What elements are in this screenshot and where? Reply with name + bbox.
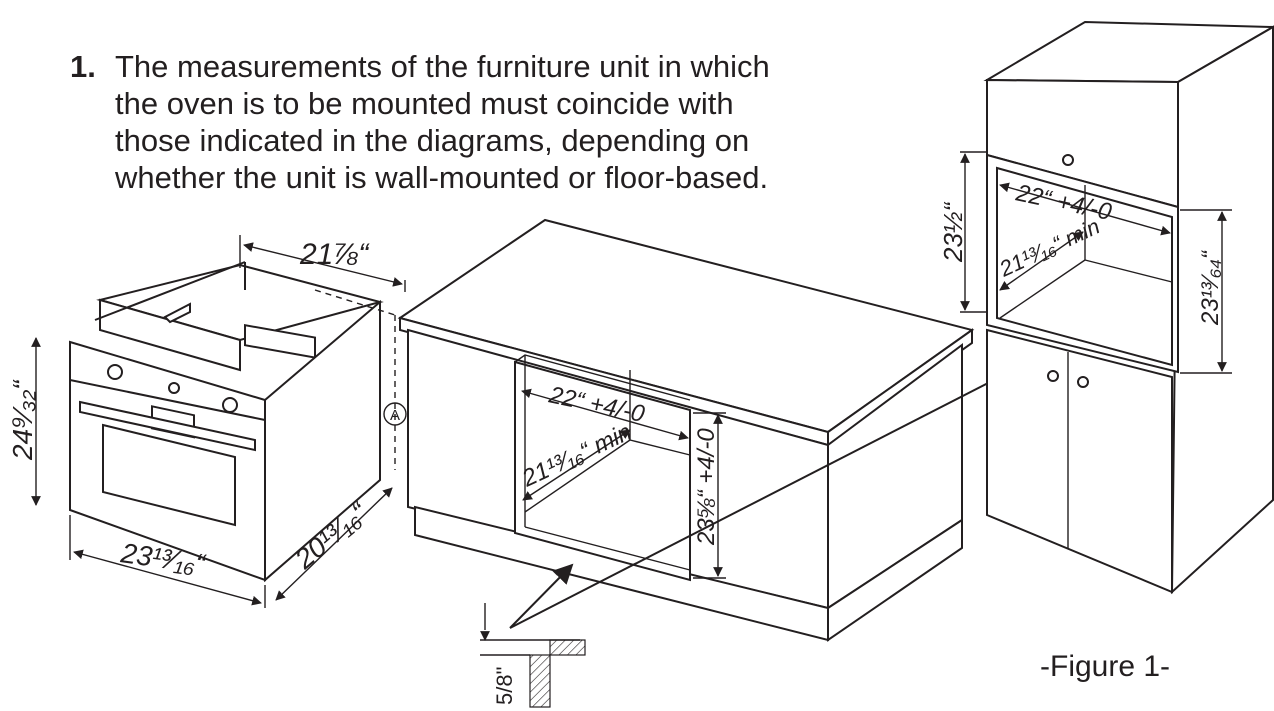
floor-unit-drawing: 22“ +4/-0 21¹³⁄₁₆“ min 23⅝“ +4/-0 5/8" — [397, 218, 1035, 708]
left-knob — [107, 364, 123, 380]
lower-cabinet-front — [986, 328, 1173, 594]
step-number: 1. — [70, 49, 96, 84]
marker-a-circle — [383, 402, 407, 426]
oven-height-dim: 24⁹⁄₃₂“ — [7, 379, 38, 461]
figure-caption: -Figure 1- — [1040, 650, 1171, 683]
arrow-to-tall-unit — [509, 359, 1035, 629]
tall-unit-drawing: 23½“ 22“ +4/-0 21¹³⁄₁₆“ min 23¹³⁄₆₄“ — [938, 20, 1274, 595]
door-knob-right — [1077, 376, 1089, 388]
door-handle — [79, 400, 256, 452]
arrow-to-floor-unit — [509, 563, 574, 629]
oven-vent — [244, 324, 316, 359]
countertop-side-edge — [827, 328, 973, 447]
plinth-side — [827, 518, 963, 642]
oven-depth-top-dim: 21⅞“ — [299, 238, 370, 271]
door-knob-left — [1047, 370, 1059, 382]
display-knob — [168, 382, 180, 394]
oven-drawing: A 21⅞“ 24⁹⁄₃₂“ 23¹³⁄₁₆“ 20¹³⁄₁₆“ — [7, 235, 407, 608]
door-window — [102, 423, 236, 527]
marker-a-label: A — [390, 407, 400, 424]
tall-outer-height-dim: 23½“ — [938, 201, 968, 263]
tall-inner-height-dim: 23¹³⁄₆₄“ — [1197, 249, 1224, 326]
base-gap-wall — [529, 654, 551, 708]
upper-knob — [1062, 154, 1074, 166]
base-gap-floor — [549, 639, 586, 656]
instruction-text: 1. The measurements of the furniture uni… — [70, 48, 790, 196]
step-body: The measurements of the furniture unit i… — [115, 49, 770, 195]
base-gap-dim: 5/8" — [492, 667, 517, 705]
oven-top-side — [99, 298, 241, 372]
right-knob — [222, 397, 238, 413]
rail-handle-left — [163, 302, 191, 324]
